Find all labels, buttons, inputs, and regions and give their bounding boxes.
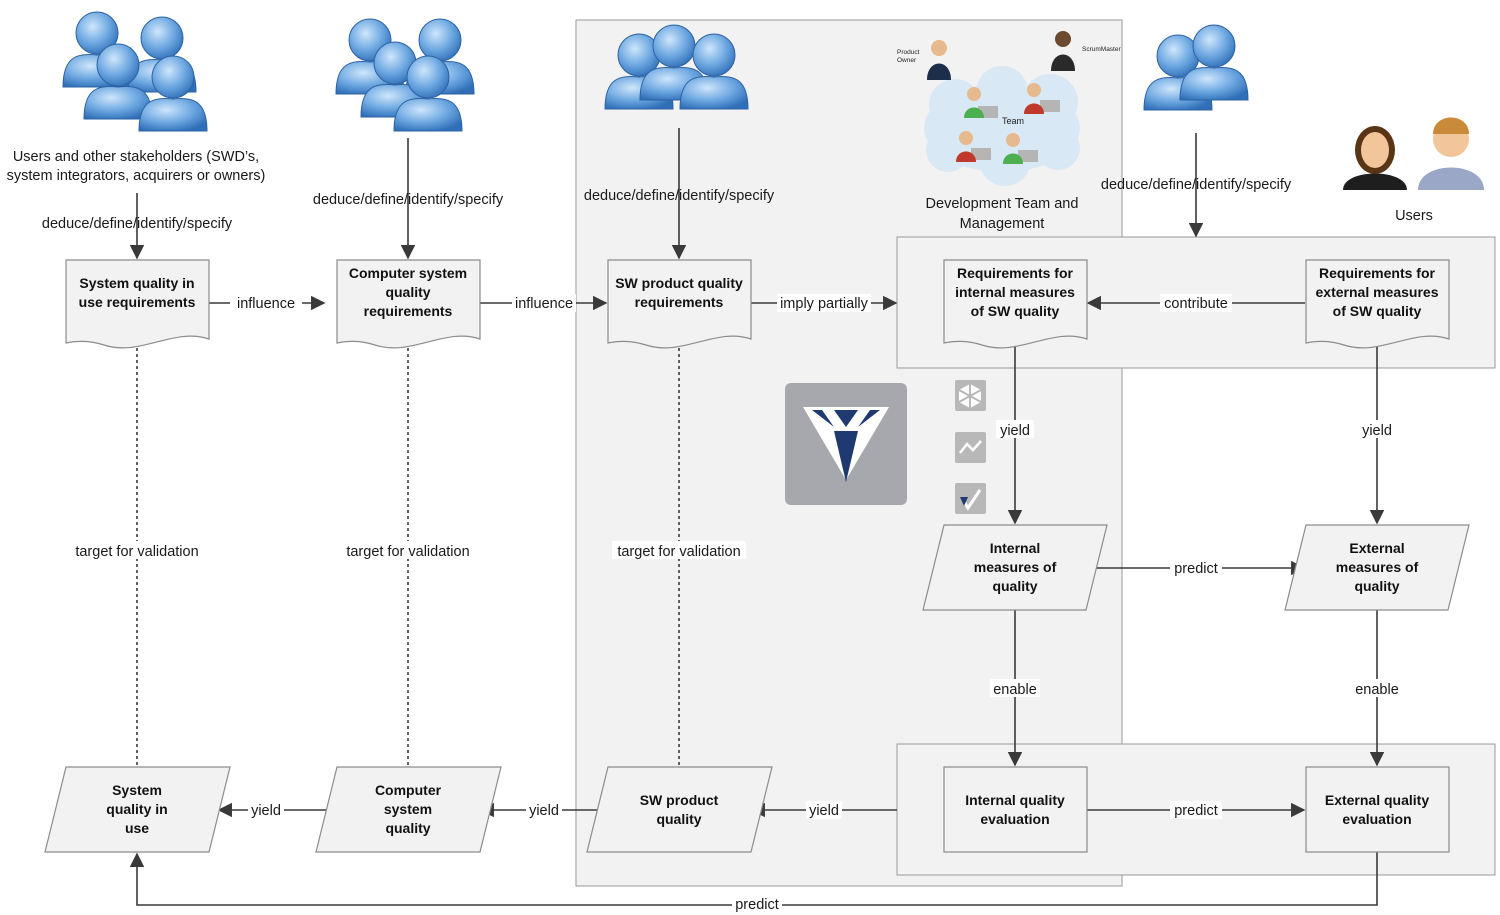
product-owner-label: Product bbox=[897, 49, 920, 56]
edge-label-target: target for validation bbox=[346, 544, 469, 560]
node-computer-system-quality-requirements bbox=[336, 259, 481, 349]
diamond-logo-icon bbox=[785, 383, 907, 505]
edge-label-imply: imply partially bbox=[780, 296, 869, 312]
edge-label-target: target for validation bbox=[75, 544, 198, 560]
users-icon bbox=[1343, 117, 1484, 190]
people-group-icon bbox=[604, 24, 749, 110]
edge-label-yield: yield bbox=[251, 803, 281, 819]
node-internal-measures-requirements bbox=[943, 259, 1088, 349]
node-external-measures bbox=[1284, 524, 1470, 611]
edge-label-influence: influence bbox=[237, 296, 295, 312]
edge-label-backgrounds bbox=[70, 294, 1402, 914]
edge-label-deduce: deduce/define/identify/specify bbox=[1101, 177, 1292, 193]
team-label: Team bbox=[1002, 116, 1024, 126]
edge-label-enable: enable bbox=[993, 682, 1037, 698]
users-label: Users bbox=[1395, 208, 1433, 224]
edge-label-enable: enable bbox=[1355, 682, 1399, 698]
node-internal-quality-evaluation bbox=[943, 766, 1088, 853]
check-tool-icon bbox=[955, 483, 986, 514]
edge-label-yield: yield bbox=[1362, 423, 1392, 439]
node-system-quality-in-use bbox=[44, 766, 231, 853]
devteam-label: Management bbox=[960, 216, 1045, 232]
edge-label-deduce: deduce/define/identify/specify bbox=[42, 216, 233, 232]
edge-label-yield: yield bbox=[809, 803, 839, 819]
edge-label-predict: predict bbox=[1174, 561, 1218, 577]
devteam-label: Development Team and bbox=[926, 196, 1079, 212]
product-owner-icon bbox=[927, 40, 951, 80]
node-sw-product-quality bbox=[586, 766, 773, 853]
node-external-measures-requirements bbox=[1305, 259, 1450, 349]
stakeholders-label: system integrators, acquirers or owners) bbox=[7, 168, 266, 184]
edge-label-deduce: deduce/define/identify/specify bbox=[313, 192, 504, 208]
node-system-quality-in-use-requirements bbox=[65, 259, 210, 349]
star-tool-icon bbox=[955, 380, 986, 411]
people-group-icon bbox=[62, 11, 208, 132]
stakeholders-label: Users and other stakeholders (SWD’s, bbox=[13, 149, 259, 165]
node-sw-product-quality-requirements bbox=[607, 259, 752, 349]
edge-label-influence: influence bbox=[515, 296, 573, 312]
node-internal-measures bbox=[922, 524, 1108, 611]
edge-label-deduce: deduce/define/identify/specify bbox=[584, 188, 775, 204]
edge-label-predict: predict bbox=[1174, 803, 1218, 819]
edge-label-predict: predict bbox=[735, 897, 779, 913]
people-group-icon bbox=[335, 18, 475, 132]
product-owner-label: Owner bbox=[897, 57, 917, 64]
scrum-master-label: ScrumMaster bbox=[1082, 46, 1121, 53]
edge-label-contribute: contribute bbox=[1164, 296, 1228, 312]
node-external-quality-evaluation bbox=[1305, 766, 1450, 853]
edge-label-yield: yield bbox=[529, 803, 559, 819]
chart-tool-icon bbox=[955, 432, 986, 463]
edge-label-target: target for validation bbox=[617, 544, 740, 560]
node-computer-system-quality bbox=[315, 766, 502, 853]
edge-label-yield: yield bbox=[1000, 423, 1030, 439]
people-group-icon bbox=[1143, 24, 1249, 111]
scrum-master-icon bbox=[1051, 31, 1075, 71]
scrum-team-cloud-icon: Team bbox=[924, 66, 1080, 186]
